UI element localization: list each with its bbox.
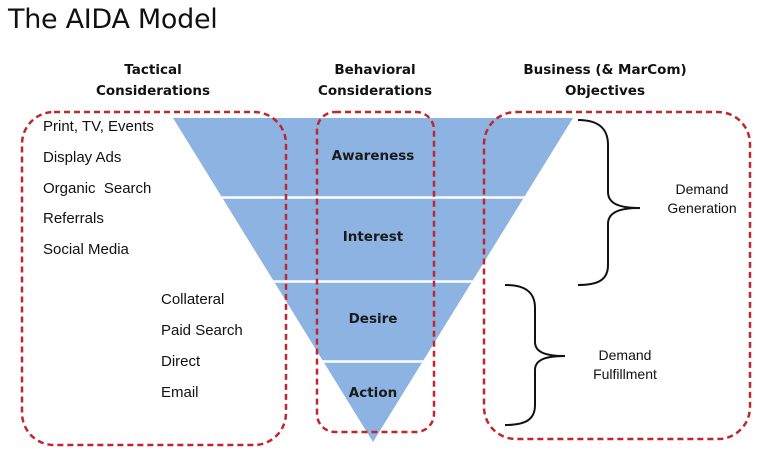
column-header-line: Objectives — [565, 83, 645, 99]
page-title: The AIDA Model — [8, 4, 218, 35]
column-header-line: Business (& MarCom) — [523, 62, 687, 78]
demand-generation-brace-icon — [577, 119, 641, 286]
column-header-line: Considerations — [95, 83, 211, 99]
stage-desire: Desire — [348, 311, 398, 327]
objective-line: Demand — [675, 181, 729, 197]
tactical-item: Organic Search — [43, 180, 152, 197]
tactical-item: Social Media — [43, 241, 129, 258]
business-group-border — [482, 110, 752, 441]
behavioral-group-border — [315, 110, 436, 434]
tactical-item: Direct — [161, 353, 201, 370]
stage-interest: Interest — [342, 229, 404, 245]
tactical-item: Display Ads — [43, 149, 122, 166]
objective-demand-fulfillment: Demand Fulfillment — [575, 346, 675, 384]
column-header-line: Considerations — [317, 83, 433, 99]
tactical-item: Email — [161, 384, 199, 401]
aida-funnel — [173, 118, 573, 442]
column-header-tactical: Tactical Considerations — [88, 60, 218, 102]
stage-action: Action — [348, 385, 398, 401]
stage-awareness: Awareness — [331, 148, 415, 164]
tactical-item: Print, TV, Events — [43, 118, 154, 135]
objective-line: Generation — [667, 200, 737, 216]
column-header-line: Behavioral — [334, 62, 416, 78]
objective-demand-generation: Demand Generation — [652, 180, 752, 218]
column-header-line: Tactical — [124, 62, 182, 78]
column-header-behavioral: Behavioral Considerations — [310, 60, 440, 102]
objective-line: Demand — [598, 347, 652, 363]
tactical-item: Collateral — [161, 291, 225, 308]
tactical-item: Referrals — [43, 210, 104, 227]
column-header-business: Business (& MarCom) Objectives — [505, 60, 705, 102]
tactical-item: Paid Search — [161, 322, 243, 339]
objective-line: Fulfillment — [593, 366, 657, 382]
demand-fulfillment-brace-icon — [504, 284, 566, 426]
tactical-group-border — [20, 110, 288, 447]
